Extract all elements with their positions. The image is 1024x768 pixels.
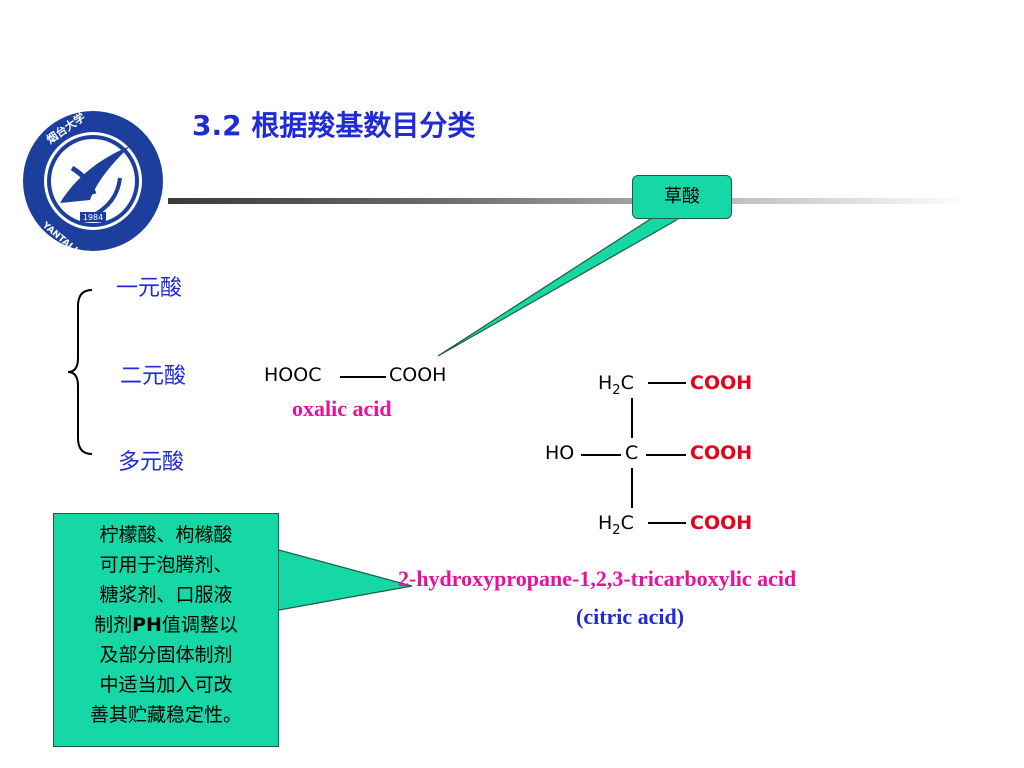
citric-cooh-mid: COOH	[690, 442, 753, 464]
oxalic-bond	[340, 376, 386, 378]
note-line: 柠檬酸、枸橼酸	[99, 524, 233, 546]
citric-bond-vertical-lower	[631, 468, 633, 508]
university-logo: 1984 烟台大学 YANTAI UNIVERSITY	[23, 110, 163, 254]
note-line: 中适当加入可改	[99, 674, 233, 696]
citric-iupac-name: 2-hydroxypropane-1,2,3-tricarboxylic aci…	[398, 566, 797, 591]
citric-bond-mid	[646, 454, 686, 456]
header-rule	[168, 198, 968, 204]
citric-bond-ho	[581, 454, 621, 456]
slide-title: 3.2 根据羧基数目分类	[192, 104, 475, 144]
citric-center-c: C	[625, 442, 639, 464]
note-line: 糖浆剂、口服液	[99, 584, 233, 606]
oxalic-right-group: COOH	[389, 364, 447, 386]
title-text: 根据羧基数目分类	[251, 109, 476, 142]
oxalic-left-group: HOOC	[264, 364, 322, 386]
note-line: 善其贮藏稳定性。	[89, 704, 242, 726]
citric-top-ch2: H2C	[598, 372, 634, 398]
note-line: 制剂PH值调整以	[94, 614, 238, 636]
citric-bottom-ch2: H2C	[598, 512, 634, 538]
logo-year: 1984	[83, 213, 103, 222]
citric-cooh-bottom: COOH	[690, 512, 753, 534]
oxalic-acid-name: oxalic acid	[292, 396, 392, 421]
note-line: 可用于泡腾剂、	[99, 554, 233, 576]
citric-cooh-top: COOH	[690, 372, 753, 394]
category-dicarboxylic: 二元酸	[120, 364, 187, 389]
note-line: 及部分固体制剂	[99, 644, 233, 666]
citric-common-name: (citric acid)	[576, 604, 685, 629]
citric-hydroxyl: HO	[545, 442, 575, 464]
citric-use-note: 柠檬酸、枸橼酸 可用于泡腾剂、 糖浆剂、口服液 制剂PH值调整以 及部分固体制剂…	[53, 513, 279, 747]
left-brace	[67, 289, 93, 455]
citric-bond-vertical-upper	[631, 398, 633, 438]
citric-bond-bottom	[648, 522, 686, 524]
citric-bond-top	[648, 382, 686, 384]
category-polycarboxylic: 多元酸	[118, 450, 185, 475]
oxalic-callout-label: 草酸	[632, 175, 732, 219]
title-number: 3.2	[192, 109, 242, 142]
category-monocarboxylic: 一元酸	[116, 276, 183, 301]
